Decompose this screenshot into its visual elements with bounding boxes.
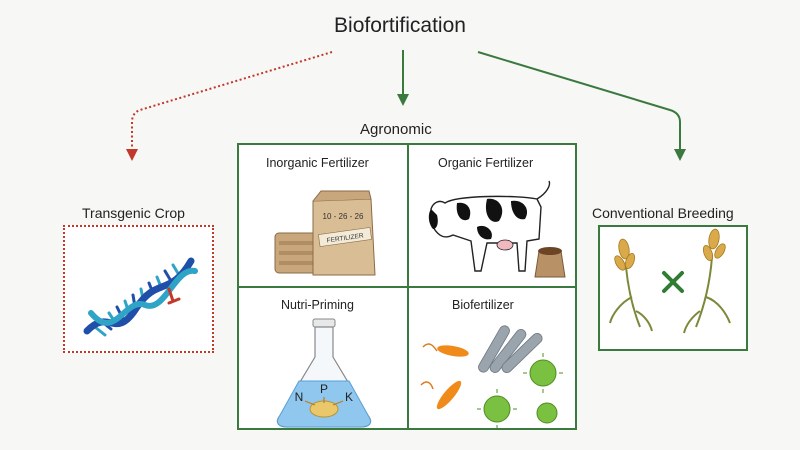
fertilizer-ratio-text: 10 - 26 - 26	[323, 212, 364, 221]
flask-label-k: K	[345, 390, 353, 404]
diagram-title: Biofortification	[334, 14, 466, 37]
inorganic-fertilizer-label: Inorganic Fertilizer	[266, 156, 369, 170]
arrow-to-conventional	[477, 51, 686, 161]
nutri-priming-label: Nutri-Priming	[281, 298, 354, 312]
dna-icon	[83, 257, 198, 337]
biofertilizer-label: Biofertilizer	[452, 298, 514, 312]
wheat-cross-icon	[609, 228, 731, 334]
arrow-to-transgenic	[126, 51, 333, 161]
flask-label-p: P	[320, 382, 328, 396]
agronomic-label: Agronomic	[360, 121, 432, 138]
cross-icon	[662, 271, 684, 293]
conventional-box	[598, 225, 748, 351]
cow-icon	[428, 180, 566, 278]
conventional-label: Conventional Breeding	[592, 205, 734, 221]
grid-divider-horizontal	[239, 286, 575, 288]
transgenic-label: Transgenic Crop	[82, 205, 185, 221]
transgenic-box	[63, 225, 214, 353]
microbes-icon	[420, 325, 563, 428]
flask-icon: N P K	[276, 318, 372, 428]
agronomic-box: 10 - 26 - 26 FERTILIZER N P K	[237, 143, 577, 430]
flask-label-n: N	[295, 390, 304, 404]
organic-fertilizer-label: Organic Fertilizer	[438, 156, 534, 170]
fertilizer-bags-icon: 10 - 26 - 26 FERTILIZER	[274, 190, 376, 276]
